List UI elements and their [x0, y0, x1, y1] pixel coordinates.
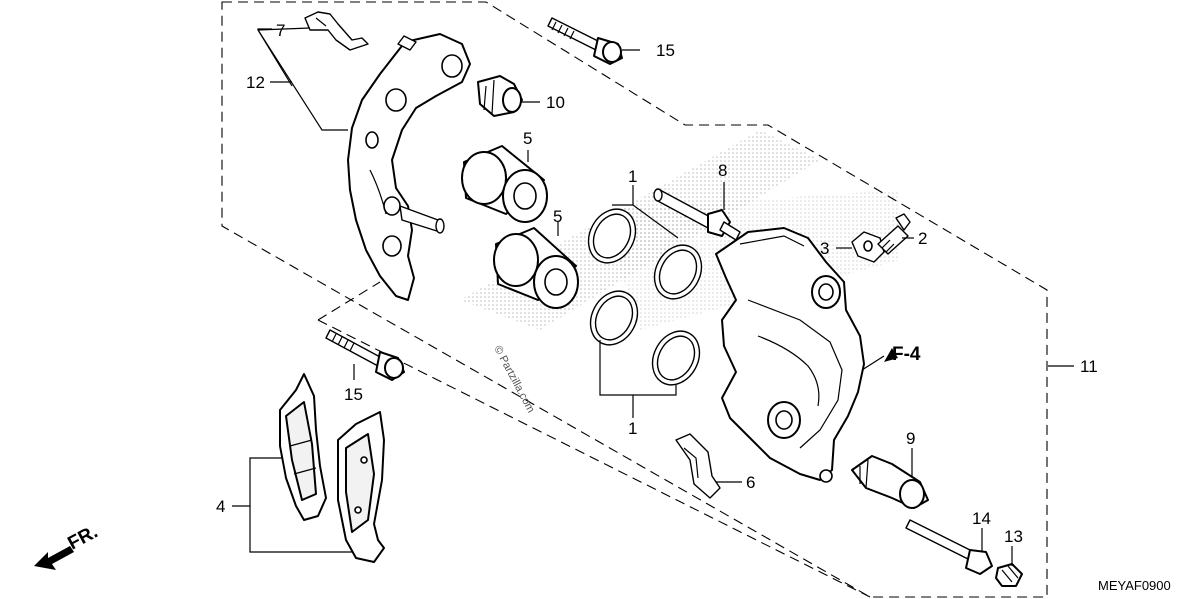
- label-part-1a: 1: [628, 167, 637, 186]
- bleeder-screw: [877, 213, 911, 255]
- leader-lines: [232, 27, 1074, 566]
- label-part-12: 12: [246, 73, 265, 92]
- bleeder-cap: [851, 231, 885, 263]
- caliper-body: [715, 227, 865, 483]
- pin-boot-lower: [851, 455, 929, 509]
- label-part-13: 13: [1004, 527, 1023, 546]
- label-part-6: 6: [746, 473, 755, 492]
- bolt-upper: [547, 17, 623, 65]
- figure-code: MEYAF0900: [1098, 578, 1171, 593]
- brake-pad-right: [337, 411, 385, 563]
- bolt-lower: [325, 329, 405, 381]
- piston-lower: [493, 227, 579, 309]
- section-code: F-4: [892, 344, 921, 365]
- pad-spring-clip: [304, 11, 369, 51]
- caliper-bracket: [347, 33, 471, 301]
- label-part-5b: 5: [553, 207, 562, 226]
- section-arrow-icon: [884, 348, 898, 362]
- pad-retainer-clip: [675, 433, 721, 499]
- label-part-5a: 5: [523, 129, 532, 148]
- label-part-7: 7: [276, 21, 285, 40]
- label-part-9: 9: [906, 429, 915, 448]
- assembly-outline: [221, 1, 1048, 598]
- piston-seals: [587, 208, 703, 386]
- pin-boot: [477, 75, 523, 117]
- label-part-8: 8: [718, 161, 727, 180]
- caliper-pin: [653, 188, 741, 241]
- label-part-3: 3: [820, 239, 829, 258]
- label-part-1b: 1: [628, 419, 637, 438]
- pad-pin: [905, 519, 993, 575]
- bolt-region-outline: [317, 281, 381, 321]
- label-part-15b: 15: [344, 385, 363, 404]
- label-part-14: 14: [972, 509, 991, 528]
- label-part-15a: 15: [656, 41, 675, 60]
- piston-upper: [461, 145, 548, 223]
- front-arrow-icon: [34, 546, 74, 570]
- pin-plug: [995, 563, 1023, 587]
- label-part-10: 10: [546, 93, 565, 112]
- label-part-11: 11: [1080, 357, 1098, 376]
- label-part-4: 4: [216, 497, 225, 516]
- bolt-region-outline: [317, 319, 871, 598]
- brake-pad-left: [279, 373, 327, 521]
- watermark: © Partzilla.com: [491, 344, 536, 415]
- label-part-2: 2: [918, 229, 927, 248]
